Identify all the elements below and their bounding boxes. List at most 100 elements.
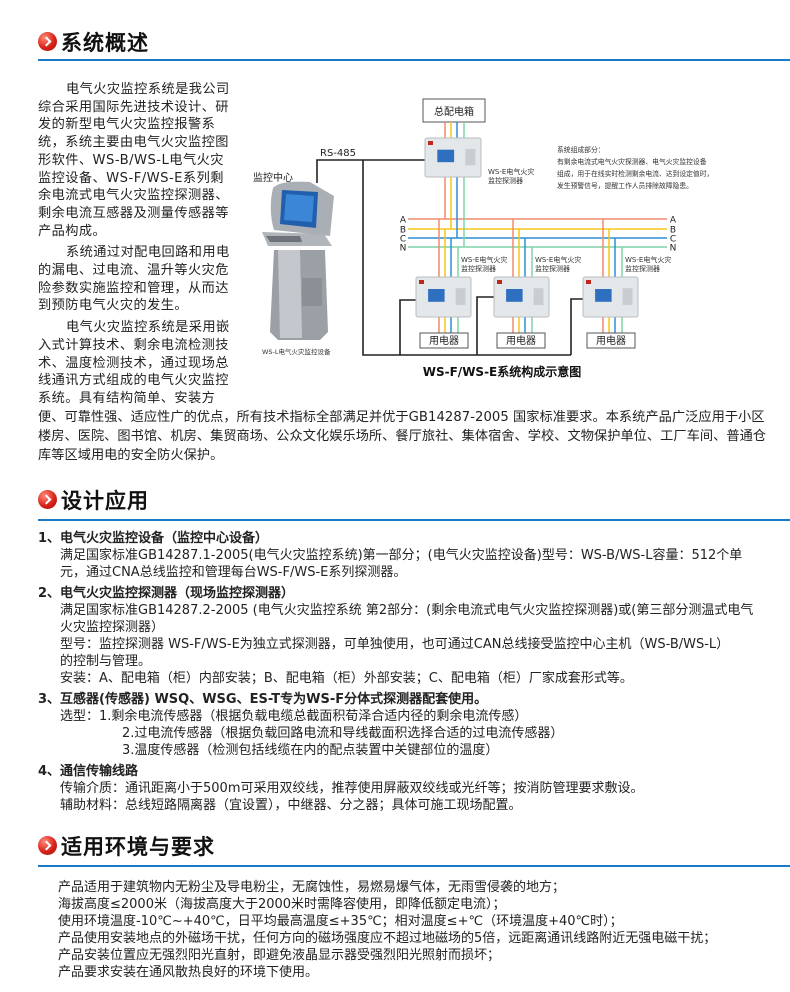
text-line: 系统通过对配电回路和用电 — [66, 245, 230, 261]
text-line: 到预防电气火灾的发生。 — [38, 298, 189, 314]
overview-paragraph-3-continued: 便、可靠性强、适应性广的优点，所有技术指标全部满足并优于GB14287-2005… — [38, 408, 766, 465]
chevron-right-icon — [38, 836, 57, 855]
detector-screen — [506, 289, 523, 302]
detector-label: 监控探测器 — [625, 264, 660, 273]
detector-screen — [595, 289, 612, 302]
phase-label: A — [670, 216, 677, 226]
text-line: 辅助材料：总线短路隔离器（宜设置），中继器、分之器；具体可施工现场配置。 — [60, 798, 522, 813]
design-item: 3、互感器(传感器) WSQ、WSG、ES-T专为WS-F分体式探测器配套使用。… — [38, 691, 753, 759]
detector-keypad — [622, 288, 633, 305]
text-line: 产品安装位置应无强烈阳光直射，即避免液晶显示器受强烈阳光照射而损坏； — [58, 948, 501, 963]
overview-paragraph-1: 电气火灾监控系统是我公司综合采用国际先进技术设计、研发的新型电气火灾监控报警系统… — [38, 81, 234, 240]
text-line: 选型：1.剩余电流传感器（根据负载电缆总截面积荀泽合适内径的剩余电流传感） — [60, 709, 528, 724]
environment-requirements: 产品适用于建筑物内无粉尘及导电粉尘，无腐蚀性，易燃易爆气体，无雨雪侵袭的地方；海… — [58, 879, 716, 981]
design-item: 1、电气火灾监控设备（监控中心设备） 满足国家标准GB14287.1-2005(电… — [38, 530, 753, 581]
section-title: 适用环境与要求 — [61, 835, 215, 859]
detector-label: WS-E电气火灾 — [535, 255, 581, 264]
text-line: 术、温度检测技术，通过现场总 — [38, 355, 229, 371]
text-line: 型号：监控探测器 WS-F/WS-E为独立式探测器，可单独使用，也可通过CAN总… — [60, 637, 730, 652]
phase-label: C — [670, 235, 676, 245]
load-box — [419, 332, 469, 349]
design-item: 2、电气火灾监控探测器（现场监控探测器） 满足国家标准GB14287.2-2005… — [38, 585, 753, 687]
detector-label: WS-E电气火灾 — [488, 167, 534, 176]
text-line: 综合采用国际先进技术设计、研 — [38, 99, 229, 115]
text-line: 安装：A、配电箱（柜）内部安装；B、配电箱（柜）外部安装；C、配电箱（柜）厂家成… — [60, 671, 633, 686]
detector-label: WS-E电气火灾 — [461, 255, 507, 264]
design-item-heading: 1、电气火灾监控设备（监控中心设备） — [38, 531, 269, 546]
detector-logo — [428, 141, 433, 145]
text-line: 满足国家标准GB14287.2-2005 (电气火灾监控系统 第2部分：(剩余电… — [60, 603, 754, 618]
detector-screen — [437, 149, 455, 163]
phase-label: B — [400, 226, 406, 236]
phase-label: N — [400, 244, 407, 254]
note-line: 发生预警信号，提醒工作人员排除故障隐患。 — [557, 181, 693, 190]
monitoring-center-label: 监控中心 — [253, 171, 293, 184]
detector-keypad — [455, 288, 466, 305]
text-line: 产品要求安装在通风散热良好的环境下使用。 — [58, 965, 319, 980]
section-divider — [38, 59, 790, 61]
kiosk-caption: WS-L电气火灾监控设备 — [262, 347, 331, 356]
text-line: 库等区域用电的安全防火保护。 — [38, 447, 224, 463]
design-list: 1、电气火灾监控设备（监控中心设备） 满足国家标准GB14287.1-2005(电… — [38, 530, 753, 814]
section-header-environment: 适用环境与要求 — [38, 834, 790, 859]
design-item-heading: 3、互感器(传感器) WSQ、WSG、ES-T专为WS-F分体式探测器配套使用。 — [38, 692, 488, 707]
design-item-heading: 2、电气火灾监控探测器（现场监控探测器） — [38, 586, 295, 601]
design-item: 4、通信传输线路传输介质：通讯距离小于500m可采用双绞线，推荐使用屏蔽双绞线或… — [38, 763, 753, 814]
section-header-overview: 系统概述 — [38, 30, 790, 55]
note-line: 有剩余电流式电气火灾探测器、电气火灾监控设备 — [557, 157, 707, 166]
text-line: 发的新型电气火灾监控报警系 — [38, 117, 216, 133]
text-line: 线通讯方式组成的电气火灾监控 — [38, 373, 229, 389]
text-line: 楼房、医院、图书馆、机房、集贸商场、公众文化娱乐场所、餐厅旅社、集体宿舍、学校、… — [38, 428, 767, 444]
main-distribution-box — [422, 98, 486, 123]
detector-label: 监控探测器 — [488, 176, 523, 185]
detector-label: 监控探测器 — [535, 264, 570, 273]
chevron-right-icon — [38, 32, 57, 51]
rs485-bus — [316, 159, 583, 356]
note-line: 系统组成部分： — [557, 145, 605, 154]
text-line: 余电流式电气火灾监控探测器、 — [38, 188, 229, 204]
chevron-right-icon — [38, 490, 57, 509]
overview-paragraph-2: 系统通过对配电回路和用电的漏电、过电流、温升等火灾危险参数实施监控和管理，从而达… — [38, 244, 234, 315]
system-note: 系统组成部分： 有剩余电流式电气火灾探测器、电气火灾监控设备 组成，用于在线实时… — [557, 145, 713, 190]
overview-text: 电气火灾监控系统是我公司综合采用国际先进技术设计、研发的新型电气火灾监控报警系统… — [38, 81, 766, 465]
section-header-design: 设计应用 — [38, 488, 790, 513]
text-line: 的控制与管理。 — [60, 654, 152, 669]
text-line: 险参数实施监控和管理，从而达 — [38, 280, 229, 296]
text-line: 入式计算技术、剩余电流检测技 — [38, 337, 229, 353]
section-title: 设计应用 — [61, 489, 149, 513]
detector-logo — [497, 280, 502, 284]
text-line: 电气火灾监控系统是我公司 — [66, 82, 230, 97]
text-line: 监控设备、WS-F/WS-E系列剩 — [38, 170, 224, 186]
detector-keypad — [533, 288, 544, 305]
rs485-label: RS-485 — [320, 148, 356, 159]
text-line: 产品构成。 — [38, 223, 107, 239]
section-divider — [38, 519, 790, 521]
detector-keypad — [465, 148, 476, 166]
text-line: 传输介质：通讯距离小于500m可采用双绞线，推荐使用屏蔽双绞线或光纤等；按消防管… — [60, 781, 644, 796]
text-line: 使用环境温度-10℃~+40℃，日平均最高温度≤+35℃；相对温度≤+℃（环境温… — [58, 914, 623, 929]
text-line: 满足国家标准GB14287.1-2005(电气火灾监控系统)第一部分；(电气火灾… — [60, 548, 743, 563]
phase-wires — [408, 122, 667, 333]
detector-label: 监控探测器 — [461, 264, 496, 273]
text-line: 2.过电流传感器（根据负载回路电流和导线截面积选择合适的过电流传感器） — [122, 726, 564, 741]
phase-label: N — [670, 244, 677, 254]
text-line: 统，系统主要由电气火灾监控图 — [38, 135, 229, 151]
detector-label: WS-E电气火灾 — [625, 255, 671, 264]
text-line: 火灾监控探测器） — [60, 620, 165, 635]
detector-logo — [419, 280, 424, 284]
load-label: 用电器 — [429, 334, 459, 347]
load-box — [496, 332, 546, 349]
text-line: 海拔高度≤2000米（海拔高度大于2000米时需降容使用，即降低额定电流）； — [58, 897, 506, 912]
text-line: 3.温度传感器（检测包括线缆在内的配点装置中关键部位的温度） — [122, 743, 499, 758]
kiosk-illustration — [262, 181, 334, 340]
text-line: 便、可靠性强、适应性广的优点，所有技术指标全部满足并优于GB14287-2005… — [38, 409, 765, 425]
text-line: 系统。具有结构简单、安装方 — [38, 390, 216, 406]
text-line: 电气火灾监控系统是采用嵌 — [66, 320, 230, 336]
load-label: 用电器 — [596, 334, 626, 347]
load-label: 用电器 — [506, 334, 536, 347]
overview-paragraph-3: 电气火灾监控系统是采用嵌入式计算技术、剩余电流检测技术、温度检测技术，通过现场总… — [38, 319, 234, 408]
detector-device — [582, 276, 639, 318]
phase-label: B — [670, 226, 676, 236]
